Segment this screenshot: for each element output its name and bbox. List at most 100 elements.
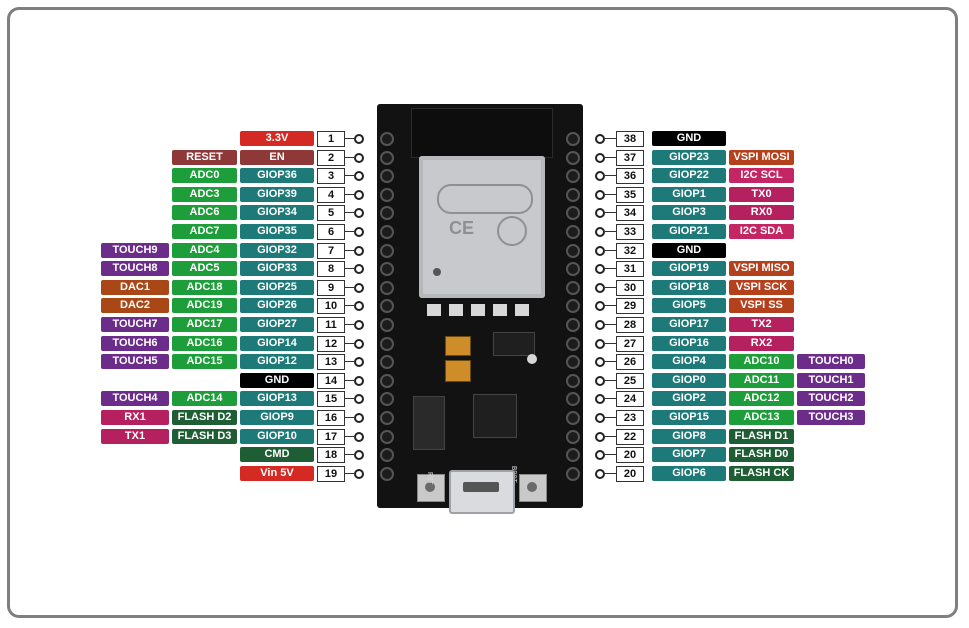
- pin-leader-line: [345, 156, 354, 158]
- label-giop8: GIOP8: [652, 428, 726, 444]
- header-hole: [380, 206, 394, 221]
- pin-leader-line: [605, 324, 616, 325]
- label-giop36: GIOP36: [240, 168, 314, 184]
- label-en: EN: [240, 149, 314, 165]
- pin-number: 35: [616, 186, 644, 203]
- label-giop35: GIOP35: [240, 224, 314, 239]
- pin-number: 33: [616, 224, 644, 240]
- pin-number: 18: [317, 447, 345, 464]
- pin-number: 27: [616, 335, 644, 352]
- label-giop14: GIOP14: [240, 335, 314, 351]
- label-giop34: GIOP34: [240, 205, 314, 221]
- pin-number: 29: [616, 298, 644, 315]
- rst-silk-label: RST: [425, 472, 433, 485]
- label-giop17: GIOP17: [652, 317, 726, 332]
- label-giop3: GIOP3: [652, 205, 726, 221]
- label-flash-d1: FLASH D1: [729, 428, 794, 444]
- pin-number: 9: [317, 279, 345, 296]
- pin-leader-line: [345, 472, 354, 474]
- led: [527, 354, 537, 364]
- label-adc13: ADC13: [729, 410, 794, 425]
- label-flash-d3: FLASH D3: [172, 428, 237, 444]
- pin-leader-line: [605, 212, 616, 214]
- pin-dot: [354, 282, 364, 293]
- pin-leader-line: [345, 268, 354, 270]
- pin-leader-line: [605, 286, 616, 288]
- label-touch9: TOUCH9: [101, 242, 169, 258]
- pin-dot: [354, 394, 364, 405]
- boot-button[interactable]: [519, 474, 547, 502]
- label-tx0: TX0: [729, 186, 794, 202]
- header-hole: [566, 299, 580, 314]
- header-hole: [566, 225, 580, 239]
- pin-leader-line: [345, 286, 354, 288]
- pin-number: 7: [317, 242, 345, 259]
- label-flash-d0: FLASH D0: [729, 447, 794, 463]
- label-giop12: GIOP12: [240, 354, 314, 370]
- pin-number: 16: [317, 410, 345, 426]
- pin-dot: [595, 431, 605, 442]
- tantalum-capacitor: [445, 360, 471, 382]
- header-hole: [380, 225, 394, 239]
- pin-number: 38: [616, 131, 644, 147]
- pin-dot: [595, 152, 605, 163]
- header-hole: [566, 280, 580, 295]
- pin-number: 37: [616, 149, 644, 166]
- label-cmd: CMD: [240, 447, 314, 463]
- header-hole: [566, 132, 580, 146]
- pin-number: 5: [317, 205, 345, 222]
- label-giop2: GIOP2: [652, 391, 726, 407]
- header-hole: [380, 299, 394, 314]
- label-touch6: TOUCH6: [101, 335, 169, 351]
- pin-leader-line: [345, 324, 354, 325]
- label-giop9: GIOP9: [240, 410, 314, 425]
- header-hole: [380, 187, 394, 202]
- label-vspi-miso: VSPI MISO: [729, 261, 794, 277]
- label-adc11: ADC11: [729, 372, 794, 388]
- pin-leader-line: [605, 398, 616, 400]
- label-giop16: GIOP16: [652, 335, 726, 351]
- pin-dot: [354, 431, 364, 442]
- pin-leader-line: [605, 342, 616, 344]
- pin-dot: [595, 357, 605, 368]
- pin-dot: [595, 245, 605, 256]
- micro-usb-port[interactable]: [449, 470, 515, 514]
- pin-leader-line: [345, 249, 354, 251]
- label-i2c-sda: I2C SDA: [729, 224, 794, 239]
- header-hole: [380, 429, 394, 444]
- reset-button[interactable]: [417, 474, 445, 502]
- pin-number: 24: [616, 391, 644, 408]
- header-hole: [566, 318, 580, 332]
- label-giop33: GIOP33: [240, 261, 314, 277]
- pin-leader-line: [605, 231, 616, 232]
- pin-leader-line: [345, 398, 354, 400]
- label-gnd: GND: [652, 242, 726, 258]
- header-hole: [380, 280, 394, 295]
- pin-number: 6: [317, 224, 345, 240]
- pin-dot: [595, 338, 605, 349]
- pin-dot: [354, 320, 364, 330]
- label-tx1: TX1: [101, 428, 169, 444]
- label-dac2: DAC2: [101, 298, 169, 314]
- label-adc12: ADC12: [729, 391, 794, 407]
- pin-dot: [354, 152, 364, 163]
- pin-leader-line: [605, 417, 616, 418]
- label-touch8: TOUCH8: [101, 261, 169, 277]
- wifi-mark: [497, 216, 527, 246]
- pin-leader-line: [605, 454, 616, 456]
- header-hole: [380, 466, 394, 481]
- header-hole: [566, 448, 580, 463]
- header-hole: [566, 336, 580, 351]
- header-hole: [566, 206, 580, 221]
